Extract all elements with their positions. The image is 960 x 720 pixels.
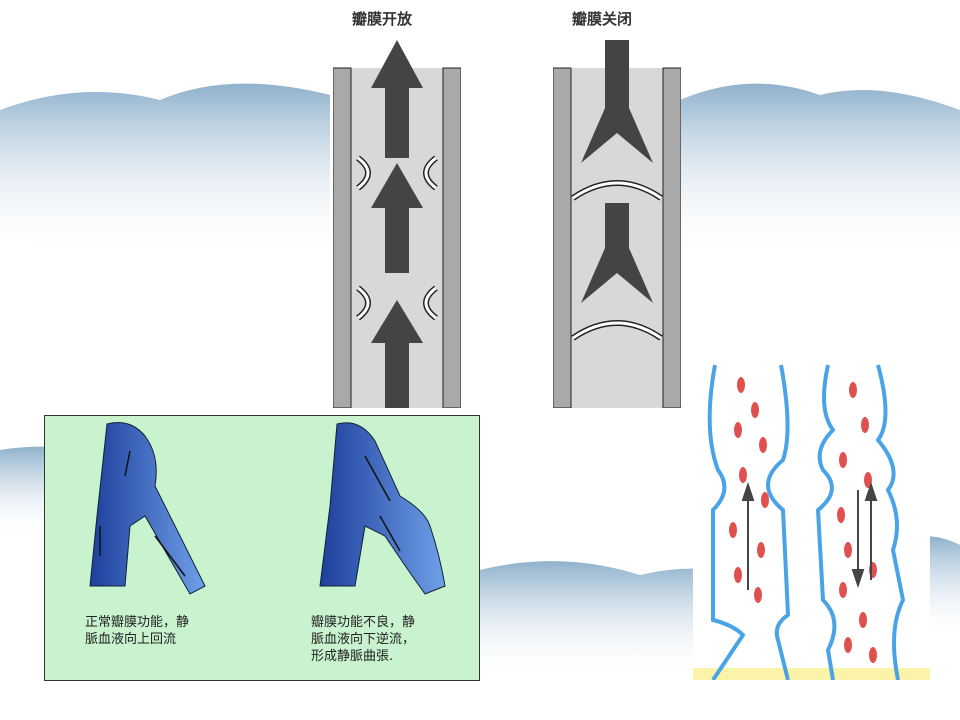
vein-blood-cells-diagram (693, 350, 930, 680)
valve-closed-title: 瓣膜关闭 (572, 10, 633, 28)
abnormal-valve-caption: 瓣膜功能不良，静 脈血液向下逆流， 形成静脈曲張. (311, 615, 416, 664)
valve-open-title: 瓣膜开放 (352, 10, 413, 28)
varicose-comparison-panel: 正常瓣膜功能，静 脈血液向上回流 瓣膜功能不良，静 脈血液向下逆流， 形成静脈曲… (44, 415, 480, 681)
flow-arrow-icon (741, 481, 878, 590)
valve-closed-diagram (553, 40, 681, 408)
arrow-down-icon (581, 40, 653, 303)
valve-open-diagram (333, 40, 461, 408)
normal-valve-caption: 正常瓣膜功能，静 脈血液向上回流 (85, 615, 190, 647)
vein-illustrations (89, 422, 446, 595)
arrow-up-icon (371, 40, 423, 408)
